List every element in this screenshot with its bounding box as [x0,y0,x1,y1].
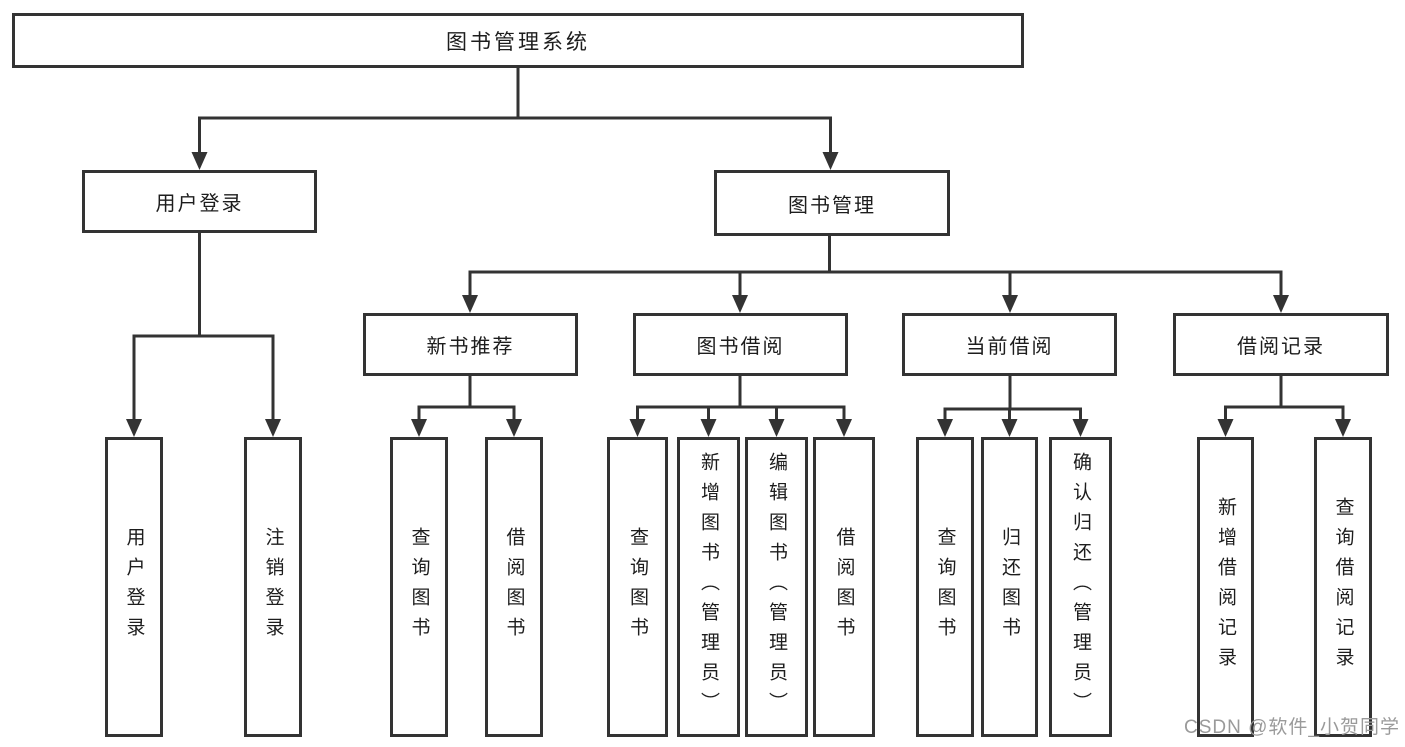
leaf-recommend-borrow-books: 借阅图书 [485,437,543,737]
leaf-borrow-books: 借阅图书 [813,437,875,737]
leaf-logout: 注销登录 [244,437,302,737]
leaf-user-login: 用户登录 [105,437,163,737]
csdn-watermark: CSDN @软件_小贺同学 [1184,717,1400,738]
leaf-add-borrow-record: 新增借阅记录 [1197,437,1254,737]
leaf-confirm-return-admin: 确认归还（管理员） [1049,437,1112,737]
leaf-label: 新增图书（管理员） [698,452,719,722]
leaf-current-query-books: 查询图书 [916,437,974,737]
leaf-label: 确认归还（管理员） [1070,452,1091,722]
leaf-add-books-admin: 新增图书（管理员） [677,437,740,737]
leaf-label: 用户登录 [123,527,145,647]
leaf-borrow-query-books: 查询图书 [607,437,668,737]
leaf-return-books: 归还图书 [981,437,1038,737]
node-book-borrow: 图书借阅 [633,313,848,376]
node-book-management: 图书管理 [714,170,950,236]
leaf-query-borrow-record: 查询借阅记录 [1314,437,1372,737]
leaf-label: 查询借阅记录 [1332,497,1354,677]
leaf-label: 注销登录 [262,527,284,647]
leaf-label: 编辑图书（管理员） [766,452,787,722]
leaf-label: 查询图书 [934,527,956,647]
leaf-label: 查询图书 [627,527,648,647]
leaf-edit-books-admin: 编辑图书（管理员） [745,437,808,737]
node-new-book-recommend: 新书推荐 [363,313,578,376]
node-borrow-record: 借阅记录 [1173,313,1389,376]
leaf-label: 借阅图书 [833,527,855,647]
leaf-label: 新增借阅记录 [1215,497,1236,677]
leaf-recommend-query-books: 查询图书 [390,437,448,737]
node-user-login: 用户登录 [82,170,317,233]
node-root-system: 图书管理系统 [12,13,1024,68]
leaf-label: 归还图书 [999,527,1020,647]
leaf-label: 借阅图书 [503,527,525,647]
leaf-label: 查询图书 [408,527,430,647]
node-current-borrow: 当前借阅 [902,313,1117,376]
